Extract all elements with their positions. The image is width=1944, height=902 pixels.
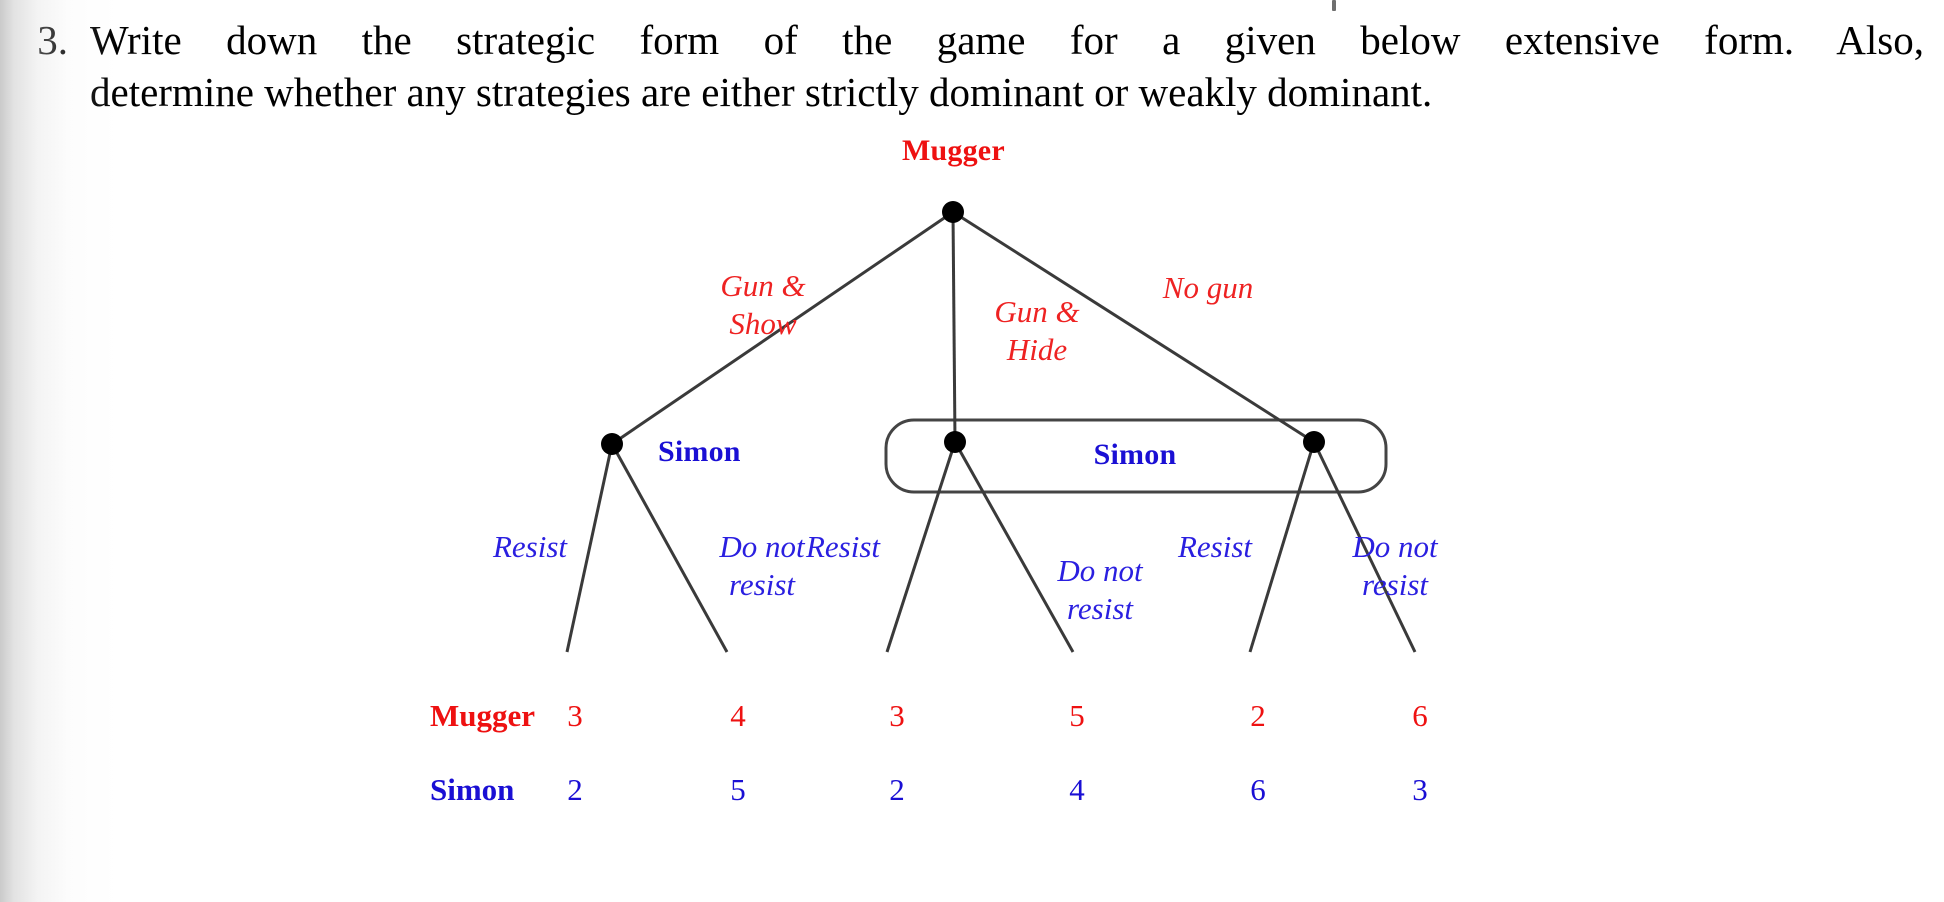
payoff-mugger-1: 3 (567, 698, 583, 733)
payoff-row-label-simon: Simon (430, 772, 515, 807)
action-label-gun-and-hide: Gun & Hide (994, 294, 1080, 367)
node-simon-middle (944, 431, 966, 453)
edge-mid-resist (885, 441, 957, 653)
edge-left-do-not-resist (610, 443, 729, 653)
edge-right-do-not-resist (1312, 441, 1417, 653)
node-mugger-root (942, 201, 964, 223)
edge-right-resist (1248, 441, 1316, 653)
player-label-simon-left: Simon (658, 435, 741, 468)
scan-ink-speck (1332, 0, 1336, 11)
payoff-row-label-mugger: Mugger (430, 698, 536, 733)
edge-gun-and-show (611, 210, 954, 446)
edge-mid-do-not-resist (953, 441, 1075, 653)
action-label-do-not-resist-2: Do not resist (1057, 553, 1143, 626)
payoff-simon-2: 5 (730, 772, 746, 807)
edge-gun-and-hide (951, 211, 957, 443)
question-text: Write down the strategic form of the gam… (68, 14, 1944, 118)
action-label-resist-2: Resist (805, 529, 881, 564)
node-simon-right (1303, 431, 1325, 453)
root-player-label-mugger: Mugger (902, 134, 1005, 167)
action-label-gun-and-show: Gun & Show (720, 268, 806, 341)
payoff-mugger-3: 3 (889, 698, 905, 733)
payoff-mugger-4: 5 (1069, 698, 1085, 733)
action-label-do-not-resist-1: Do not resist (719, 529, 805, 602)
player-label-simon-infoset: Simon (1093, 438, 1177, 471)
payoff-simon-6: 3 (1412, 772, 1428, 807)
node-simon-left (601, 433, 623, 455)
payoff-simon-5: 6 (1250, 772, 1266, 807)
action-label-resist-3: Resist (1177, 529, 1253, 564)
action-label-resist-1: Resist (492, 529, 568, 564)
edge-left-resist (565, 443, 614, 653)
question-line-1: Write down the strategic form of the gam… (90, 17, 1924, 63)
payoff-simon-3: 2 (889, 772, 905, 807)
question-line-2: determine whether any strategies are eit… (90, 69, 1433, 115)
edge-no-gun (952, 210, 1315, 444)
action-label-no-gun: No gun (1162, 270, 1254, 305)
action-label-do-not-resist-3: Do not resist (1352, 529, 1438, 602)
payoff-simon-4: 4 (1069, 772, 1085, 807)
payoff-simon-1: 2 (567, 772, 583, 807)
payoff-mugger-5: 2 (1250, 698, 1266, 733)
question-row: 3. Write down the strategic form of the … (0, 14, 1944, 118)
information-set-box (884, 418, 1388, 494)
payoff-mugger-6: 6 (1412, 698, 1428, 733)
payoff-mugger-2: 4 (730, 698, 746, 733)
question-block: 3. Write down the strategic form of the … (0, 14, 1944, 118)
